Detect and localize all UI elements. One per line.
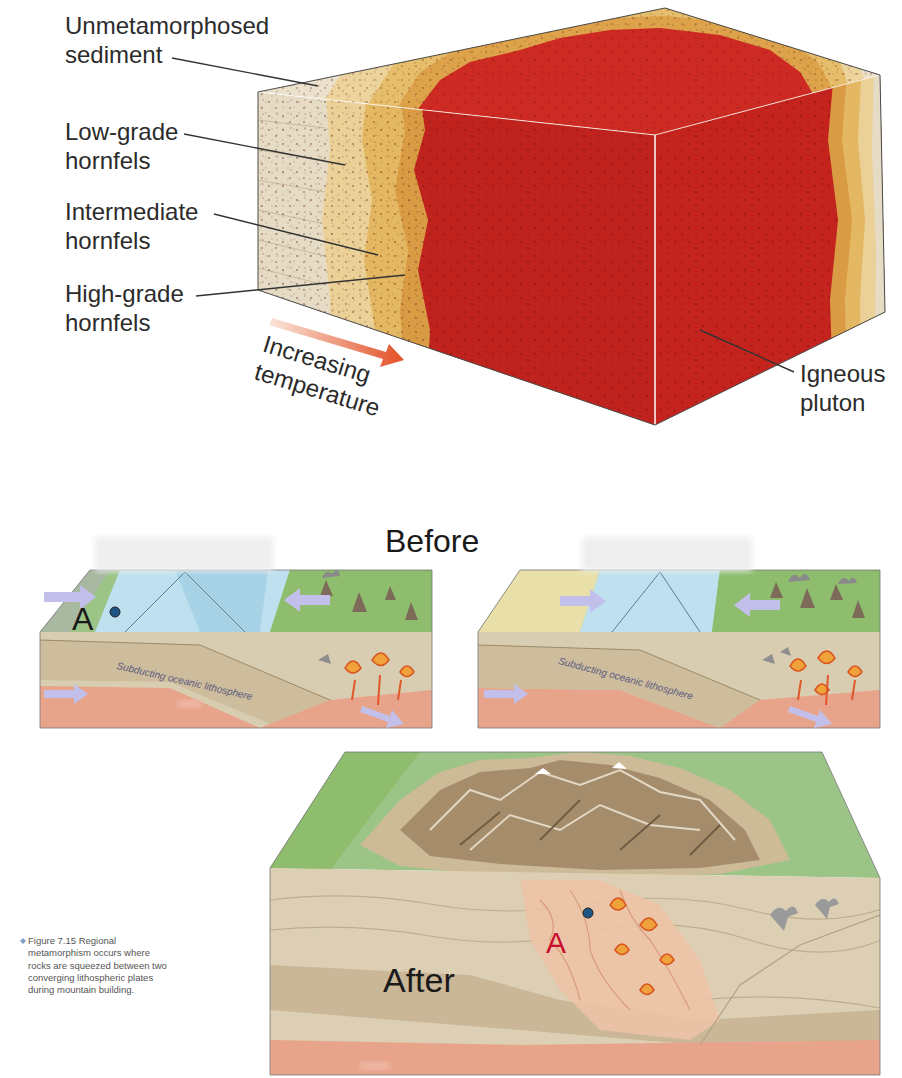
before-right-block-part <box>770 582 865 618</box>
leader-line-part <box>214 214 378 255</box>
hornfels-block-part-part <box>872 60 900 450</box>
before-right-block-part <box>560 589 606 613</box>
before-right-block-part <box>582 537 752 571</box>
before-left-block-part <box>322 570 340 578</box>
leader-line-part <box>700 330 794 372</box>
before-left-block-part <box>40 570 432 728</box>
after-block-part <box>430 770 735 850</box>
before-right-block-part <box>762 647 791 664</box>
after-block-part <box>460 800 720 855</box>
before-right-block-part <box>734 593 780 617</box>
before-left-block-part <box>318 654 331 664</box>
point-label: A <box>72 600 93 638</box>
after-block-part <box>583 908 593 918</box>
zone-label: Unmetamorphosed sediment <box>65 12 295 70</box>
after-block-part <box>270 752 880 878</box>
before-left-block-part <box>270 570 432 632</box>
after-block-part <box>535 762 627 774</box>
before-left-block-part <box>352 675 401 705</box>
after-block-part-part <box>520 880 720 1040</box>
before-left-block-part <box>40 632 432 728</box>
after-block-part <box>360 1062 390 1070</box>
caption-bullet <box>20 938 26 944</box>
before-right-block-part <box>478 570 880 632</box>
leader-line-part <box>184 134 345 165</box>
before-right-block-part <box>788 706 832 728</box>
after-block-part <box>360 752 790 878</box>
before-left-block-part <box>360 706 404 728</box>
before-left-block <box>40 537 432 728</box>
before-right-block-part <box>478 570 880 728</box>
panel-title: After <box>383 960 455 1001</box>
before-left-block-part <box>175 570 268 632</box>
figure-caption: Figure 7.15 Regional metamorphism occurs… <box>28 935 168 997</box>
hornfels-block-part <box>654 135 656 425</box>
zone-label: High-grade hornfels <box>65 280 235 338</box>
before-left-block-part <box>95 537 273 571</box>
after-block-part <box>270 752 880 1075</box>
before-left-block-part <box>110 607 120 617</box>
before-left-block-part <box>260 690 432 728</box>
after-block-part-part <box>540 890 690 1010</box>
hornfels-block <box>250 0 900 450</box>
before-left-block-part <box>40 570 432 632</box>
zone-label: Intermediate hornfels <box>65 198 245 256</box>
before-left-block-part <box>44 684 88 704</box>
before-right-block-part <box>612 572 700 632</box>
before-left-block-part <box>320 580 418 620</box>
after-block-part <box>400 760 760 870</box>
before-left-block-part <box>345 653 414 677</box>
before-left-block-part <box>284 588 330 612</box>
hornfels-block-part <box>258 75 880 135</box>
leader-line-part <box>196 275 405 296</box>
hornfels-block-part-part <box>250 80 670 440</box>
before-right-block-part <box>484 684 528 704</box>
hornfels-block-part <box>250 80 700 450</box>
before-left-block-part <box>178 700 202 708</box>
after-block <box>270 752 890 1078</box>
panel-title: Before <box>385 522 479 560</box>
pluton-label: Igneous pluton <box>800 360 898 418</box>
zone-label: Low-grade hornfels <box>65 118 235 176</box>
before-left-block-part <box>95 570 290 632</box>
point-label: A <box>546 925 566 961</box>
before-right-block <box>478 537 880 728</box>
before-right-block-part <box>720 690 880 728</box>
leader-line <box>172 58 794 372</box>
after-block-part-part <box>270 1040 880 1078</box>
after-block-part-part <box>700 915 880 1045</box>
after-block-part-part <box>270 860 882 1078</box>
after-block-part-part <box>610 898 674 995</box>
leader-line-part <box>172 58 318 86</box>
before-right-block-part <box>478 632 880 728</box>
before-right-block-part <box>788 574 857 584</box>
before-right-block-part <box>798 675 855 705</box>
after-block-part-part <box>770 898 839 931</box>
after-block-part <box>270 860 890 1078</box>
hornfels-block-part <box>650 60 900 450</box>
before-right-block-part <box>712 570 880 632</box>
before-left-block-part <box>125 572 245 632</box>
hornfels-block-part-part <box>250 80 670 440</box>
hornfels-block-part-part <box>250 80 670 440</box>
